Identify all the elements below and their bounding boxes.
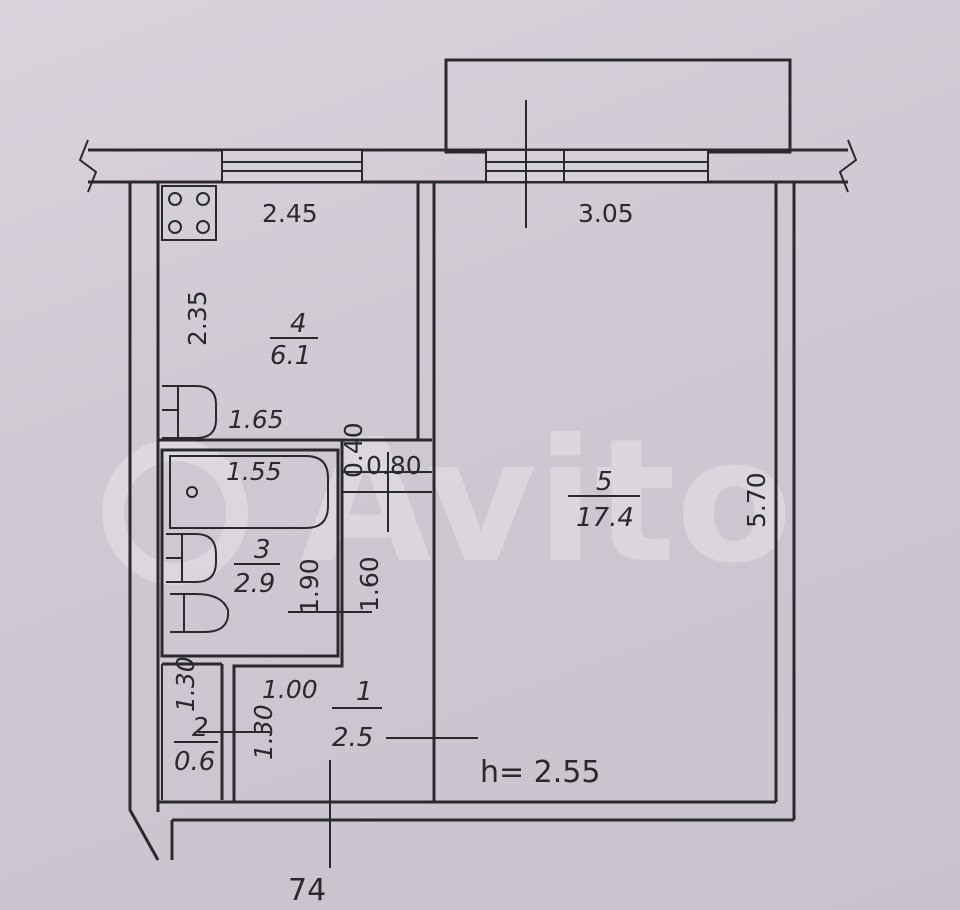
stove-icon xyxy=(161,185,217,241)
watermark: Avito xyxy=(300,403,793,601)
room-5-number: 5 xyxy=(596,467,613,497)
room-2-number: 2 xyxy=(192,713,209,743)
kitchen-window xyxy=(221,149,363,183)
toilet-icon xyxy=(170,593,230,633)
room-1-number: 1 xyxy=(356,677,373,707)
dim-passage-width: 0.80 xyxy=(366,451,422,480)
dim-passage-depth: 1.60 xyxy=(355,556,384,612)
room-3-bathroom xyxy=(160,440,344,658)
dim-hall-width: 1.00 xyxy=(262,675,318,704)
room-1-area: 2.5 xyxy=(332,723,373,753)
ceiling-height: h= 2.55 xyxy=(480,755,600,790)
outer-walls xyxy=(128,182,796,861)
washbasin-icon xyxy=(166,533,217,583)
dim-kitchen-depth: 2.35 xyxy=(183,290,212,346)
dim-room-width: 3.05 xyxy=(578,199,634,228)
room-5-area: 17.4 xyxy=(576,503,634,533)
bathtub-icon xyxy=(169,455,329,529)
dimension-lines xyxy=(198,100,527,868)
apartment-number: 74 xyxy=(288,873,326,908)
dim-hall-depth: 1.30 xyxy=(249,704,278,760)
room-3-area: 2.9 xyxy=(234,569,275,599)
room-window xyxy=(485,149,709,183)
balcony xyxy=(444,58,792,154)
room-4-area: 6.1 xyxy=(270,341,311,371)
room-4-number: 4 xyxy=(290,309,307,339)
sink-icon xyxy=(162,385,217,439)
outer-wall-top xyxy=(78,139,858,193)
dim-room-depth: 5.70 xyxy=(742,472,771,528)
dim-bath-depth: 1.90 xyxy=(295,558,324,614)
room-1-hall xyxy=(232,656,435,802)
dim-closet-depth: 1.30 xyxy=(171,656,200,712)
dim-passage-small: 0.40 xyxy=(339,422,368,478)
room-3-number: 3 xyxy=(254,535,271,565)
room-2-area: 0.6 xyxy=(174,747,215,777)
dim-kitchen-width: 2.45 xyxy=(262,199,318,228)
watermark-dot-icon xyxy=(102,439,248,585)
dim-hall-top: 1.65 xyxy=(228,405,284,434)
dim-bath-width: 1.55 xyxy=(226,457,282,486)
